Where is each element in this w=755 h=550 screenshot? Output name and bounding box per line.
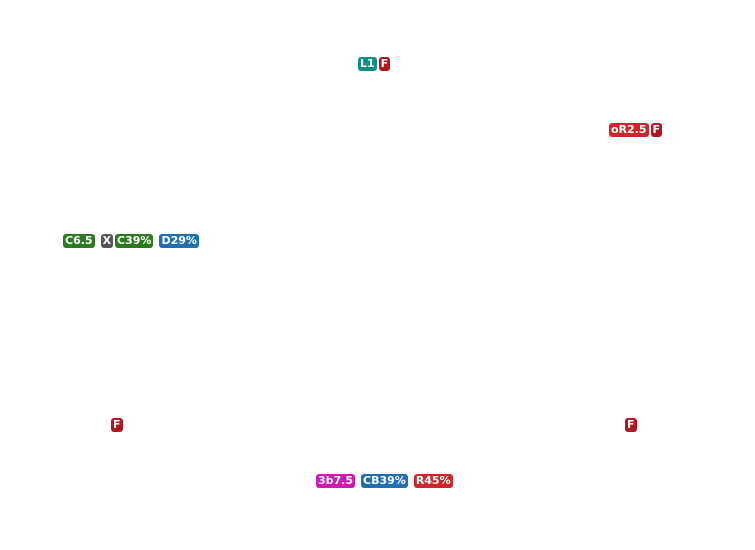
badge-c6-5: C6.5 — [63, 234, 95, 248]
badge-or2-5: oR2.5 — [609, 123, 649, 137]
badge-group-top-right: oR2.5 F — [609, 123, 663, 137]
badge-group-top-center: L1 F — [358, 57, 391, 71]
badge-d29: D29% — [159, 234, 199, 248]
badge-group-bottom-left: F — [111, 418, 123, 432]
badge-r45: R45% — [413, 474, 453, 488]
badge-f: F — [625, 418, 637, 432]
badge-f: F — [378, 57, 391, 71]
badge-l1: L1 — [358, 57, 377, 71]
badge-cb39: CB39% — [361, 474, 408, 488]
badge-group-bottom-center: 3b7.5 CB39% R45% — [316, 474, 453, 488]
badge-x: X — [100, 234, 114, 248]
badge-group-left-middle: C6.5 X C39% D29% — [63, 234, 199, 248]
badge-f: F — [111, 418, 123, 432]
badge-3b7-5: 3b7.5 — [316, 474, 356, 488]
badge-f: F — [650, 123, 663, 137]
badge-group-bottom-right: F — [625, 418, 637, 432]
badge-c39: C39% — [115, 234, 154, 248]
